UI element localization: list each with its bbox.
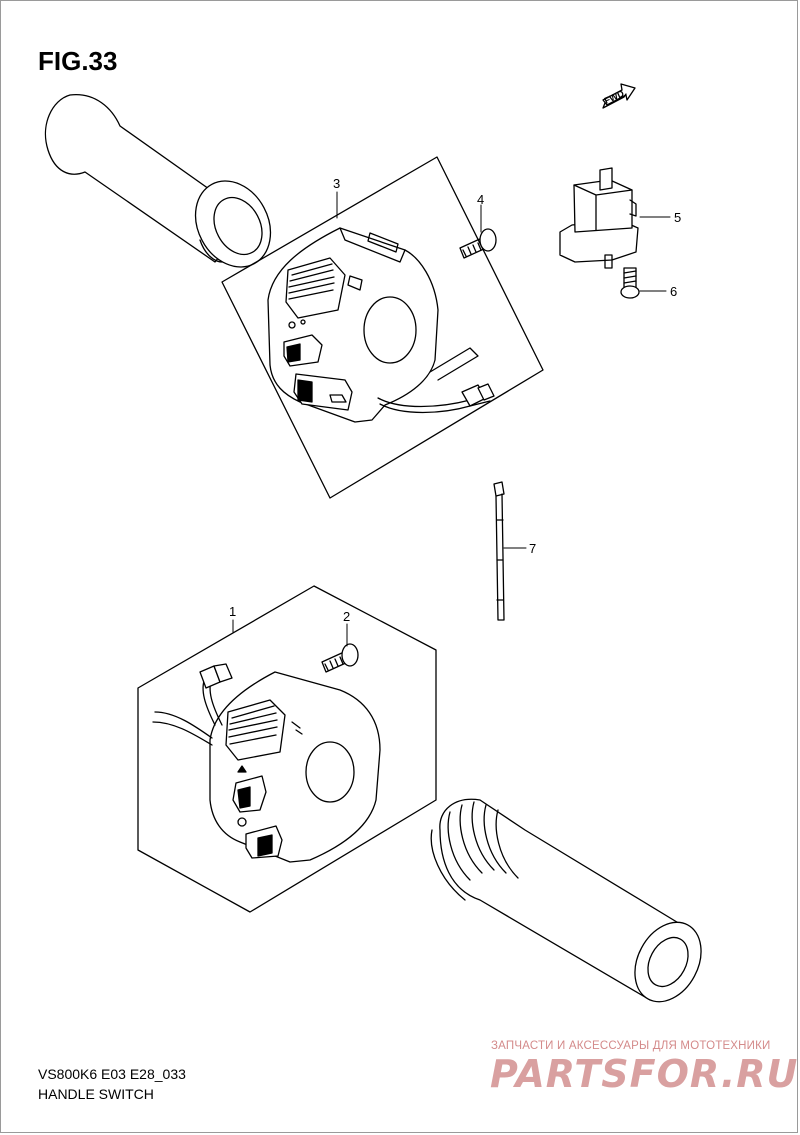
callout-5: 5 [674,210,681,225]
left-handle-switch-housing [209,671,381,863]
model-code: VS800K6 E03 E28_033 [38,1066,186,1082]
cable-tie-7 [493,481,505,621]
callout-1: 1 [229,604,236,619]
throttle-grip [430,798,702,1003]
assembly-box-1 [137,585,437,913]
upper-wire-harness [377,347,495,414]
screw-4 [459,228,497,259]
assembly-box-3 [221,156,544,499]
right-handle-switch-housing [267,227,439,423]
watermark-logo: PARTSFOR.RU [490,1052,799,1096]
fwd-label: FWD [603,88,626,106]
clutch-switch-5 [559,167,639,269]
callout-2: 2 [343,609,350,624]
callout-7: 7 [529,541,536,556]
figure-title: FIG.33 [38,46,118,76]
callout-3: 3 [333,176,340,191]
screw-2 [321,643,359,673]
left-grip [44,94,272,268]
callout-4: 4 [477,192,484,207]
callout-6: 6 [670,284,677,299]
screw-6 [620,267,640,299]
lower-wire-harness [152,663,233,746]
watermark-subtitle: ЗАПЧАСТИ И АКСЕССУАРЫ ДЛЯ МОТОТЕХНИКИ [491,1040,771,1052]
fwd-arrow-icon: FWD [602,83,636,109]
section-name: HANDLE SWITCH [38,1086,154,1102]
leader-lines [232,191,671,647]
